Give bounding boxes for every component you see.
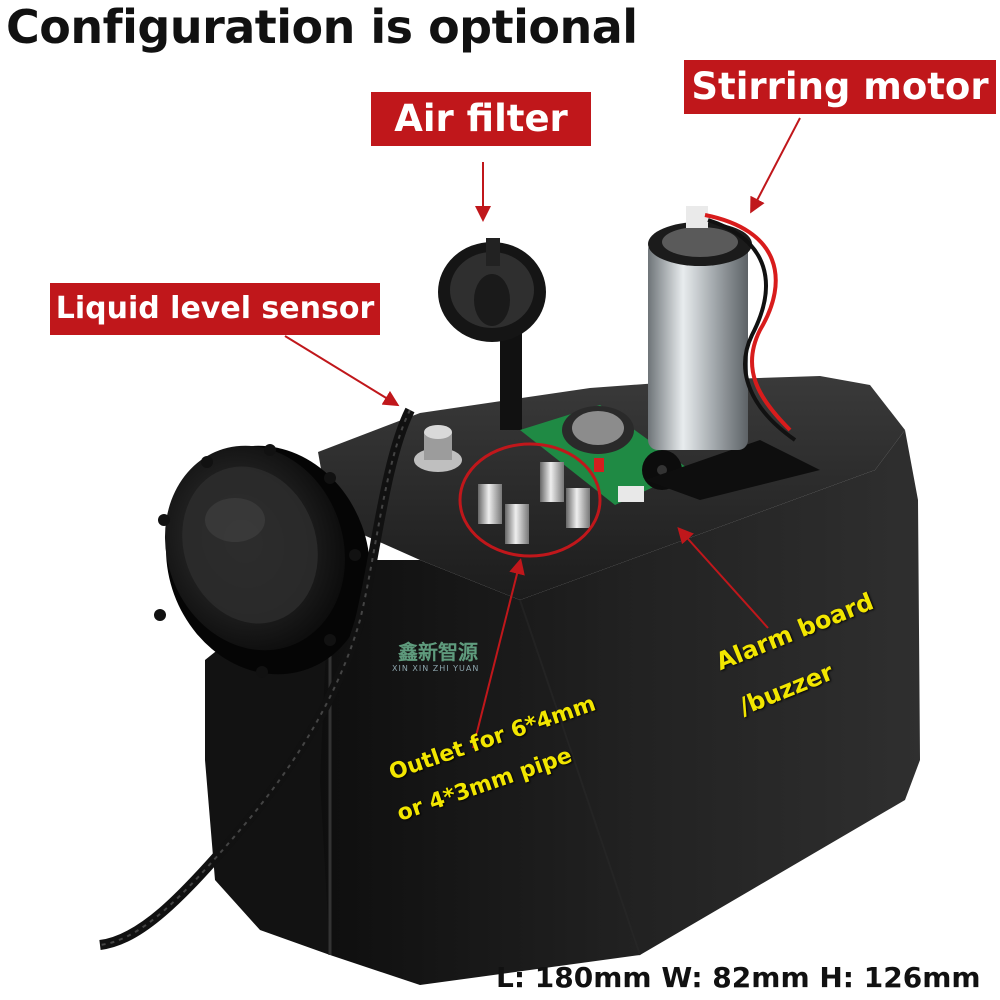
outlet-fittings — [458, 442, 602, 558]
liquid-level-sensor-arrow — [284, 335, 400, 407]
filling-cap — [154, 444, 371, 678]
dimensions-label: L: 180mm W: 82mm H: 126mm — [496, 961, 981, 994]
alarm-board-arrow — [677, 527, 769, 629]
outlet-highlight-circle — [458, 442, 602, 558]
tank-front-face — [300, 430, 920, 985]
page-title: Configuration is optional — [6, 0, 638, 54]
liquid-level-sensor — [99, 407, 462, 950]
callout-arrows — [284, 117, 801, 749]
stirring-motor — [645, 206, 820, 500]
stirring-motor-arrow — [750, 117, 801, 214]
outlet-arrow — [472, 558, 525, 749]
air-filter-label: Air filter — [371, 92, 591, 146]
liquid-level-sensor-label: Liquid level sensor — [50, 283, 380, 335]
stirring-motor-label: Stirring motor — [684, 60, 996, 114]
watermark-en: XIN XIN ZHI YUAN — [392, 664, 480, 673]
watermark-cn: 鑫新智源 — [398, 640, 478, 664]
air-filter — [438, 238, 546, 430]
